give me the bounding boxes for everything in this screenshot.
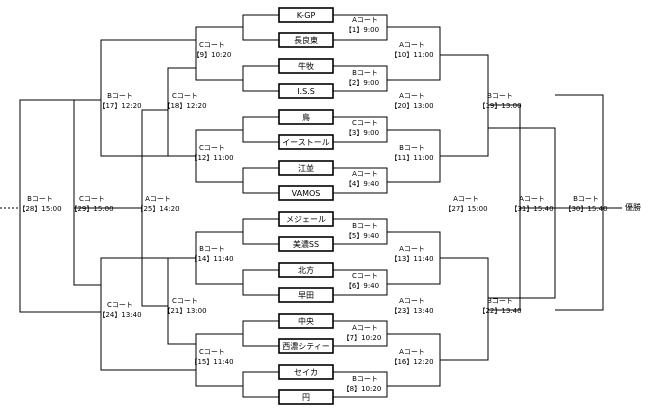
team-name: 北方: [298, 265, 314, 275]
team-slot-7: 江並: [278, 160, 334, 176]
team-slot-9: メジェール: [278, 211, 334, 227]
match-5-info: 【5】9:40: [345, 232, 379, 240]
match-1-info: 【1】9:00: [345, 26, 379, 34]
team-slot-2: 長良東: [278, 32, 334, 48]
team-name: 中央: [298, 316, 314, 326]
match-29-info: 【29】15:00: [70, 205, 113, 213]
match-14-info: 【14】11:40: [190, 255, 233, 263]
match-20-info: 【20】13:00: [390, 102, 433, 110]
match-29-court: Cコート: [79, 195, 105, 203]
match-18-info: 【18】12:20: [163, 102, 206, 110]
match-14-court: Bコート: [199, 245, 225, 253]
match-12-court: Cコート: [199, 144, 225, 152]
match-11-court: Bコート: [399, 144, 425, 152]
team-name: VAMOS: [292, 189, 321, 198]
match-17-court: Bコート: [107, 92, 133, 100]
team-slot-10: 美濃SS: [278, 236, 334, 252]
team-name: 長良東: [294, 35, 318, 45]
team-name: メジェール: [286, 215, 326, 224]
team-name: 早田: [298, 291, 314, 300]
match-25-court: Aコート: [145, 195, 171, 203]
match-4-court: Aコート: [352, 170, 378, 178]
team-name: 西濃シティー: [282, 341, 330, 351]
match-labels: Aコート 【1】9:00 Bコート 【2】9:00 Cコート 【3】9:00 A…: [18, 16, 641, 393]
team-slot-15: セイカ: [278, 364, 334, 380]
team-name: イーストール: [282, 138, 330, 147]
team-slot-4: I.S.S: [278, 83, 334, 99]
match-20-court: Aコート: [399, 92, 425, 100]
match-2-info: 【2】9:00: [345, 79, 379, 87]
match-28-info: 【28】15:00: [18, 205, 61, 213]
team-slot-12: 早田: [278, 287, 334, 303]
match-24-court: Cコート: [107, 301, 133, 309]
match-22-court: Bコート: [487, 297, 513, 305]
team-name: I.S.S: [297, 87, 315, 96]
match-24-info: 【24】13:40: [98, 311, 141, 319]
team-slot-1: K-GP: [278, 7, 334, 23]
match-27-court: Aコート: [453, 195, 479, 203]
match-30-court: Bコート: [573, 195, 599, 203]
match-10-court: Aコート: [399, 41, 425, 49]
team-name: 江並: [298, 163, 314, 173]
bracket-lines-left: [0, 14, 279, 398]
match-4-info: 【4】9:40: [345, 180, 379, 188]
match-18-court: Cコート: [172, 92, 198, 100]
match-15-court: Cコート: [199, 348, 225, 356]
match-25-info: 【25】14:20: [136, 205, 179, 213]
team-name: 円: [302, 393, 310, 402]
match-21-court: Cコート: [172, 297, 198, 305]
winner-label: 優勝: [625, 202, 641, 212]
match-19-info: 【19】13:00: [478, 102, 521, 110]
match-23-court: Aコート: [399, 297, 425, 305]
match-17-info: 【17】12:20: [98, 102, 141, 110]
match-11-info: 【11】11:00: [390, 154, 433, 162]
match-9-court: Cコート: [199, 41, 225, 49]
match-8-court: Bコート: [352, 375, 378, 383]
team-slot-6: イーストール: [278, 134, 334, 150]
match-5-court: Bコート: [352, 222, 378, 230]
team-boxes: K-GP 長良東 牛牧 I.S.S 鳥 イーストール 江並 VAMOS: [278, 7, 334, 405]
match-3-court: Cコート: [352, 119, 378, 127]
match-30-info: 【30】15:40: [564, 205, 607, 213]
match-31-court: Aコート: [519, 195, 545, 203]
match-7-info: 【7】10:20: [343, 334, 382, 342]
team-slot-11: 北方: [278, 262, 334, 278]
match-1-court: Aコート: [352, 16, 378, 24]
team-slot-14: 西濃シティー: [278, 338, 334, 354]
team-slot-13: 中央: [278, 313, 334, 329]
match-7-court: Aコート: [352, 324, 378, 332]
team-name: 牛牧: [298, 61, 314, 71]
match-6-court: Cコート: [352, 272, 378, 280]
team-name: 鳥: [302, 112, 310, 122]
match-8-info: 【8】10:20: [343, 385, 382, 393]
match-28-court: Bコート: [27, 195, 53, 203]
team-slot-8: VAMOS: [278, 185, 334, 201]
team-slot-3: 牛牧: [278, 58, 334, 74]
team-slot-5: 鳥: [278, 109, 334, 125]
match-13-info: 【13】11:40: [390, 255, 433, 263]
match-15-info: 【15】11:40: [190, 358, 233, 366]
match-9-info: 【9】10:20: [193, 51, 232, 59]
team-name: K-GP: [297, 11, 316, 20]
match-13-court: Aコート: [399, 245, 425, 253]
match-10-info: 【10】11:00: [390, 51, 433, 59]
match-16-court: Aコート: [399, 348, 425, 356]
match-23-info: 【23】13:40: [390, 307, 433, 315]
match-6-info: 【6】9:40: [345, 282, 379, 290]
match-27-info: 【27】15:00: [444, 205, 487, 213]
match-16-info: 【16】12:20: [390, 358, 433, 366]
match-2-court: Bコート: [352, 69, 378, 77]
match-22-info: 【22】13:40: [478, 307, 521, 315]
team-slot-16: 円: [278, 389, 334, 405]
match-19-court: Bコート: [487, 92, 513, 100]
match-12-info: 【12】11:00: [190, 154, 233, 162]
bracket-lines-right: [333, 14, 622, 398]
match-3-info: 【3】9:00: [345, 129, 379, 137]
match-21-info: 【21】13:00: [163, 307, 206, 315]
team-name: 美濃SS: [293, 239, 319, 249]
team-name: セイカ: [294, 368, 318, 377]
match-31-info: 【31】15:40: [510, 205, 553, 213]
